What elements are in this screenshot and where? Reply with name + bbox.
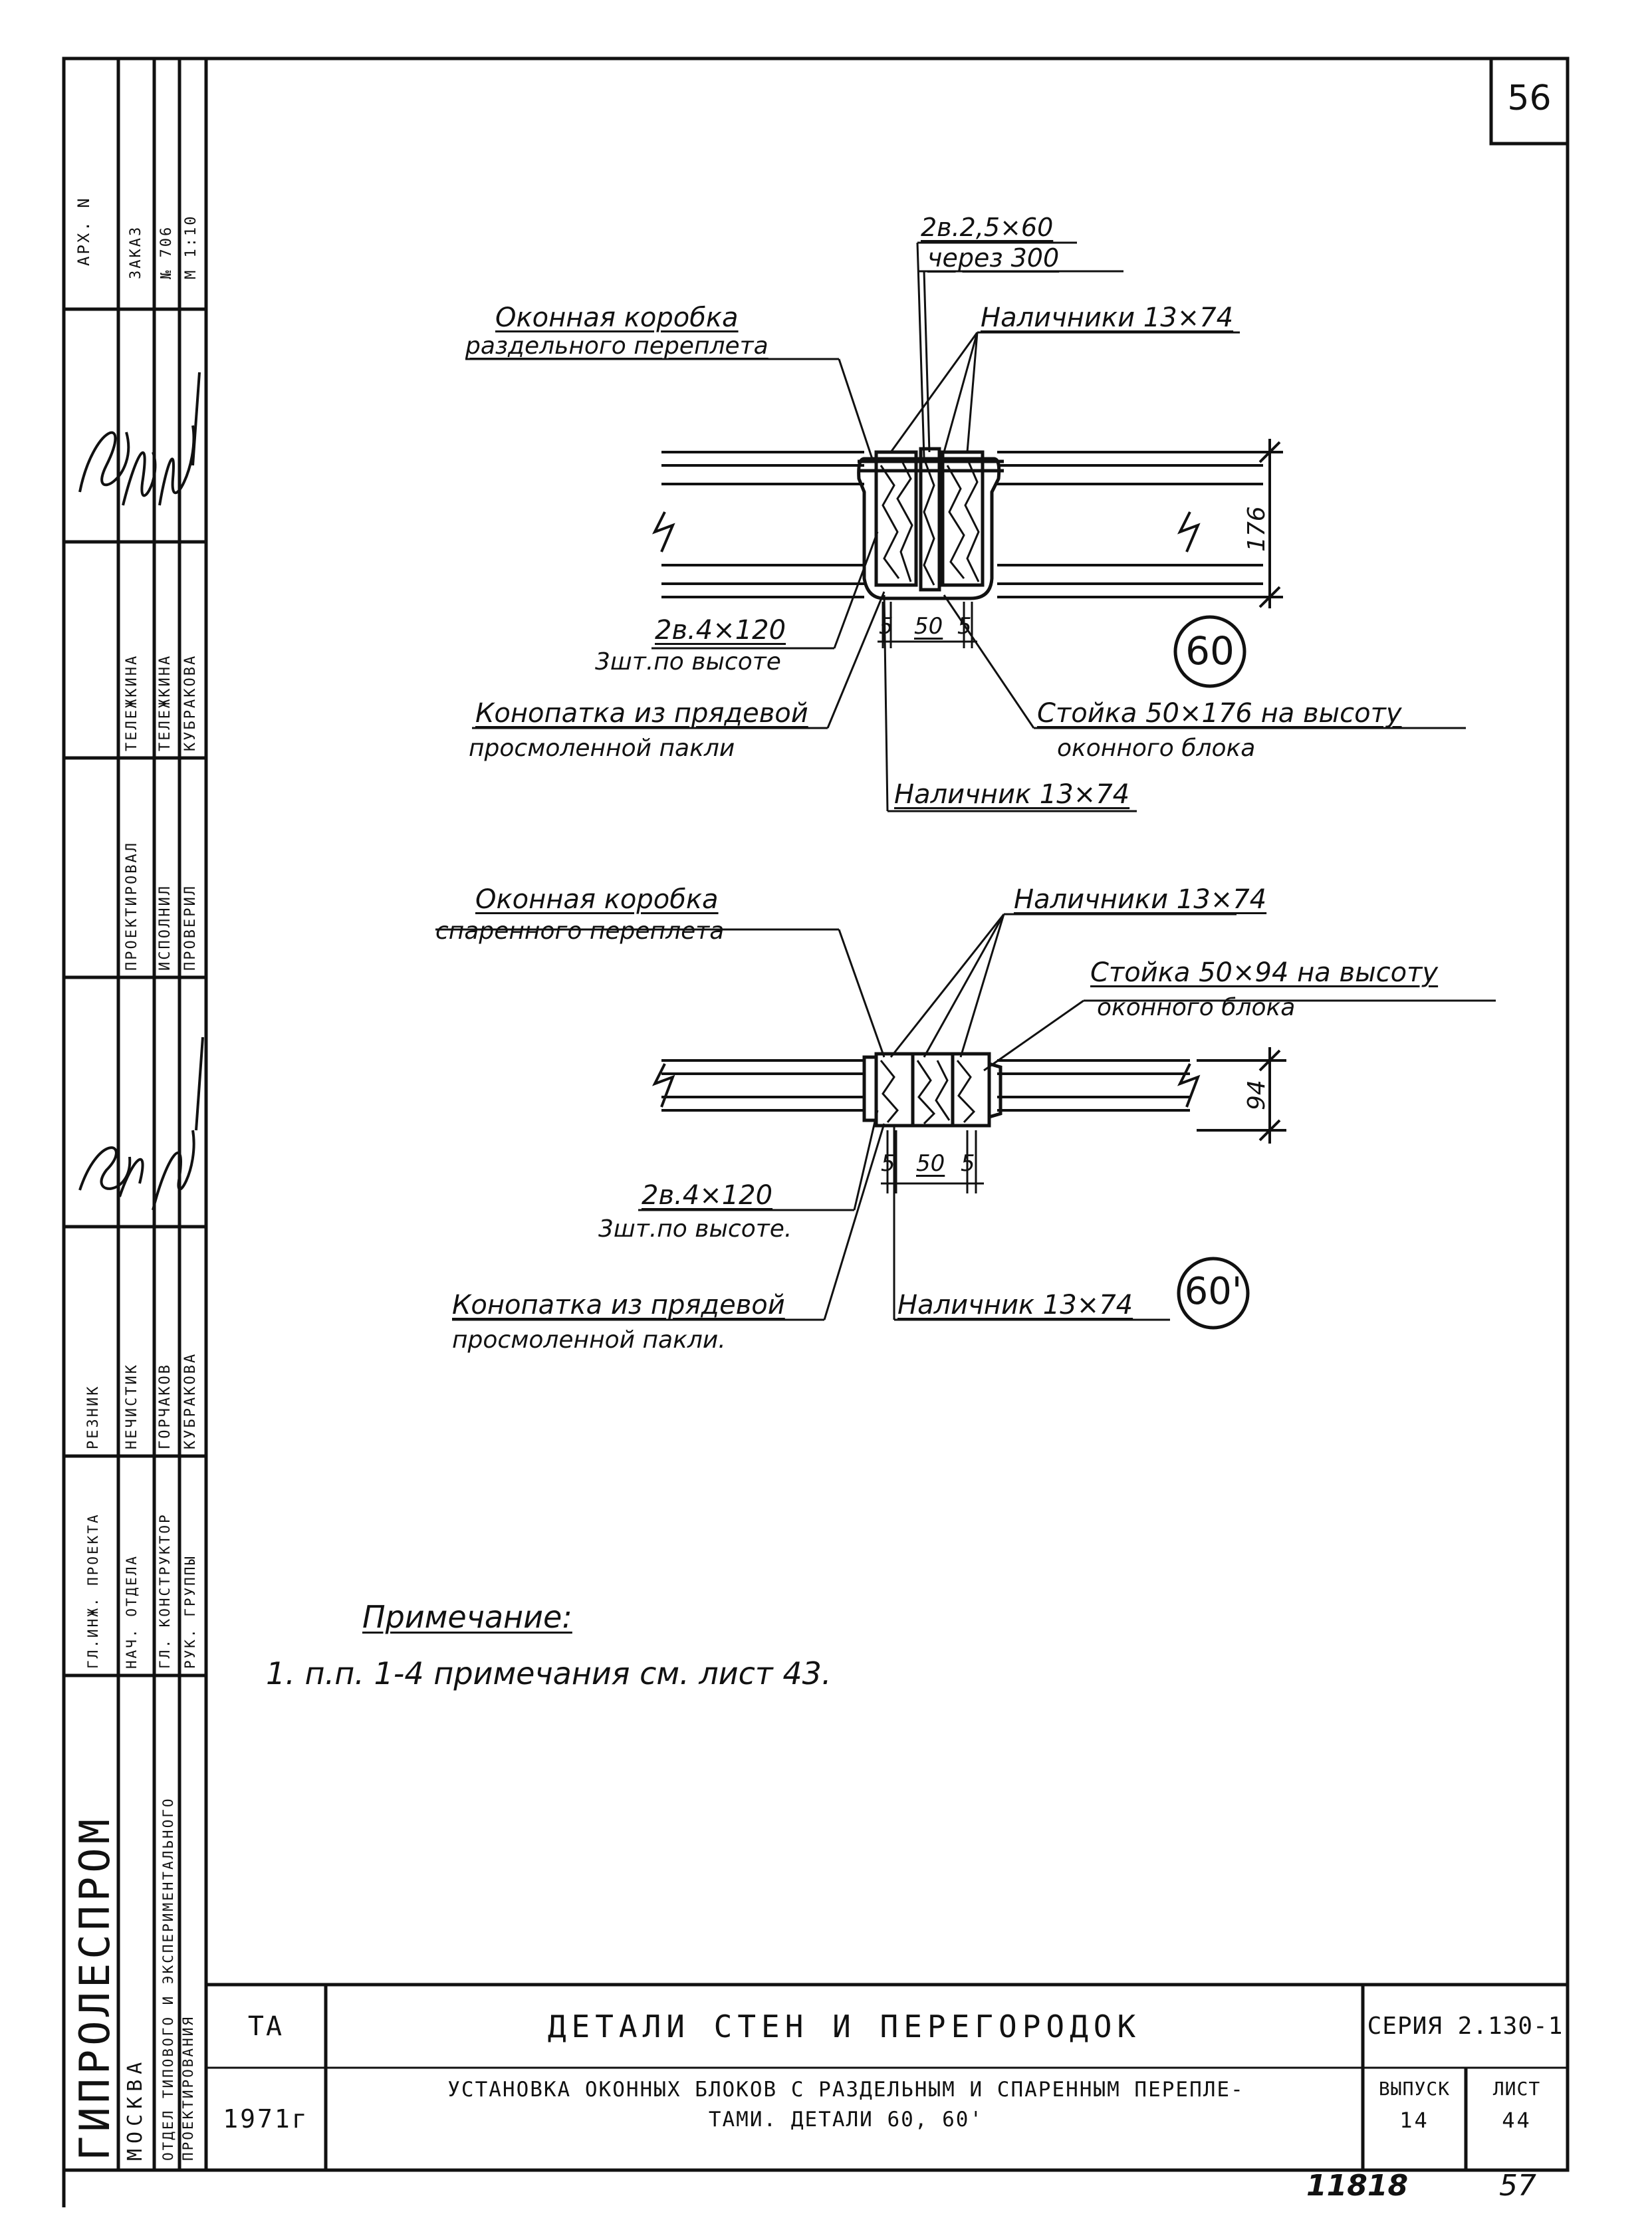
org-name: ГИПРОЛЕСПРОМ	[70, 1815, 119, 2161]
stamp-role: ГЛ.ИНЖ. ПРОЕКТА	[85, 1513, 101, 1669]
stamp-name: ТЕЛЕЖКИНА	[124, 654, 140, 751]
stamp-scale: М 1:10	[183, 214, 199, 279]
detail-60p-frame-label: Оконная коробка	[475, 884, 719, 915]
title-block-sheet: 44	[1502, 2108, 1532, 2133]
detail-60p-wood-hatch	[880, 1060, 976, 1125]
stamp-role: РУК. ГРУППЫ	[182, 1554, 198, 1669]
detail-60p-casings-label: Наличники 13×74	[1014, 884, 1267, 915]
stamp-name: КУБРАКОВА	[182, 654, 199, 751]
detail-60-tag-circle	[1173, 615, 1246, 688]
detail-60-nails-bottom-qty: 3шт.по высоте	[595, 648, 781, 676]
title-block-series: СЕРИЯ 2.130-1	[1367, 2013, 1564, 2040]
detail-60-post-label: оконного блока	[1057, 735, 1256, 762]
detail-60p-dim-width	[881, 1130, 984, 1193]
detail-60p-wall-lines	[661, 1059, 1190, 1112]
detail-60p-post-section	[862, 1052, 1003, 1128]
stamp-role: НАЧ. ОТДЕЛА	[124, 1554, 140, 1669]
title-block-code: ТА	[247, 2011, 285, 2042]
detail-60p-dim-50: 50	[916, 1150, 945, 1177]
stamp-role: ГЛ. КОНСТРУКТОР	[157, 1513, 173, 1669]
title-block-year: 1971г	[223, 2104, 309, 2134]
org-city: МОСКВА	[124, 2056, 147, 2161]
detail-60-caulk-label: просмоленной пакли	[469, 735, 735, 762]
title-block-subtitle: УСТАНОВКА ОКОННЫХ БЛОКОВ С РАЗДЕЛЬНЫМ И …	[447, 2078, 1244, 2102]
org-dept: ОТДЕЛ ТИПОВОГО И ЭКСПЕРИМЕНТАЛЬНОГО ПРОЕ…	[160, 1796, 196, 2161]
break-mark	[1177, 1063, 1201, 1108]
detail-60-nails-bottom: 2в.4×120	[655, 615, 786, 646]
detail-60-dim-height	[1210, 439, 1283, 608]
stamp-role: ПРОВЕРИЛ	[182, 884, 199, 971]
detail-60p-caulk-label: Конопатка из прядевой	[452, 1290, 785, 1320]
detail-60p-casing-label: Наличник 13×74	[897, 1290, 1133, 1320]
detail-60-nails-top: 2в.2,5×60	[921, 213, 1054, 242]
detail-60-tag: 60	[1185, 628, 1235, 674]
detail-60-dim-50: 50	[914, 613, 943, 640]
drawing-frame	[62, 57, 1570, 2172]
detail-60-dim-5b: 5	[957, 613, 972, 640]
detail-60p-post-label: Стойка 50×94 на высоту	[1090, 957, 1439, 988]
stamp-name: НЕЧИСТИК	[124, 1363, 140, 1449]
detail-60-dim-height-value: 176	[1243, 506, 1270, 552]
detail-60p-caulk-label: просмоленной пакли.	[452, 1326, 726, 1354]
stamp-name: РЕЗНИК	[85, 1384, 102, 1449]
detail-60-post-label: Стойка 50×176 на высоту	[1037, 698, 1402, 729]
signatures	[78, 372, 204, 1211]
stamp-name: ГОРЧАКОВ	[157, 1363, 174, 1449]
title-block-sheet-label: ЛИСТ	[1492, 2078, 1541, 2100]
detail-60p-dim-5b: 5	[961, 1150, 975, 1177]
detail-60-casings-label: Наличники 13×74	[981, 303, 1234, 333]
stamp-arch-no: АРХ. N	[74, 196, 93, 266]
stamp-role: ПРОЕКТИРОВАЛ	[124, 841, 140, 971]
detail-60-dim-5a: 5	[879, 613, 893, 640]
break-mark	[1177, 511, 1201, 553]
detail-60p-leaders	[435, 913, 1496, 1321]
detail-60-post-section	[857, 447, 1004, 600]
detail-60p-tag-circle	[1177, 1257, 1250, 1330]
detail-60p-dim-height	[1197, 1047, 1286, 1144]
detail-60p-post-label: оконного блока	[1097, 994, 1296, 1021]
title-block-subtitle: ТАМИ. ДЕТАЛИ 60, 60'	[708, 2108, 984, 2132]
title-block-title: ДЕТАЛИ СТЕН И ПЕРЕГОРОДОК	[547, 2008, 1141, 2044]
detail-60p-nails-bottom: 2в.4×120	[642, 1180, 773, 1211]
detail-60p-tag: 60'	[1184, 1270, 1242, 1313]
detail-60-nails-top-step: через 300	[927, 243, 1060, 273]
sheet-number: 56	[1507, 78, 1552, 118]
detail-60-dim-width	[878, 602, 977, 648]
detail-60-wood-hatch	[880, 458, 980, 586]
detail-60p-dim-5a: 5	[881, 1150, 895, 1177]
detail-60-casing-label: Наличник 13×74	[894, 779, 1130, 810]
page-number: 57	[1499, 2169, 1536, 2203]
sheet-number-box	[1489, 57, 1570, 146]
stamp-role: ИСПОЛНИЛ	[157, 884, 174, 971]
inventory-number: 11818	[1306, 2169, 1409, 2203]
detail-60-frame-label: Оконная коробка	[495, 303, 739, 333]
break-mark	[651, 511, 675, 553]
title-block-issue-label: ВЫПУСК	[1378, 2078, 1451, 2100]
note-line: 1. п.п. 1-4 примечания см. лист 43.	[266, 1656, 832, 1691]
break-mark	[651, 1063, 675, 1108]
stamp-name: КУБРАКОВА	[182, 1352, 199, 1449]
note-title: Примечание:	[362, 1599, 572, 1635]
detail-60p-dim-height-value: 94	[1243, 1080, 1270, 1110]
stamp-order-no: № 706	[158, 225, 175, 279]
detail-60-frame-label: раздельного переплета	[465, 332, 768, 360]
detail-60-caulk-label: Конопатка из прядевой	[475, 698, 808, 729]
stamp-order: ЗАКАЗ	[128, 225, 144, 279]
detail-60-leaders	[465, 241, 1466, 812]
detail-60p-nails-bottom-qty: 3шт.по высоте.	[598, 1215, 792, 1243]
detail-60p-frame-label: спаренного переплета	[435, 918, 725, 945]
stamp-name: ТЕЛЕЖКИНА	[157, 654, 174, 751]
title-block-issue: 14	[1399, 2108, 1429, 2133]
